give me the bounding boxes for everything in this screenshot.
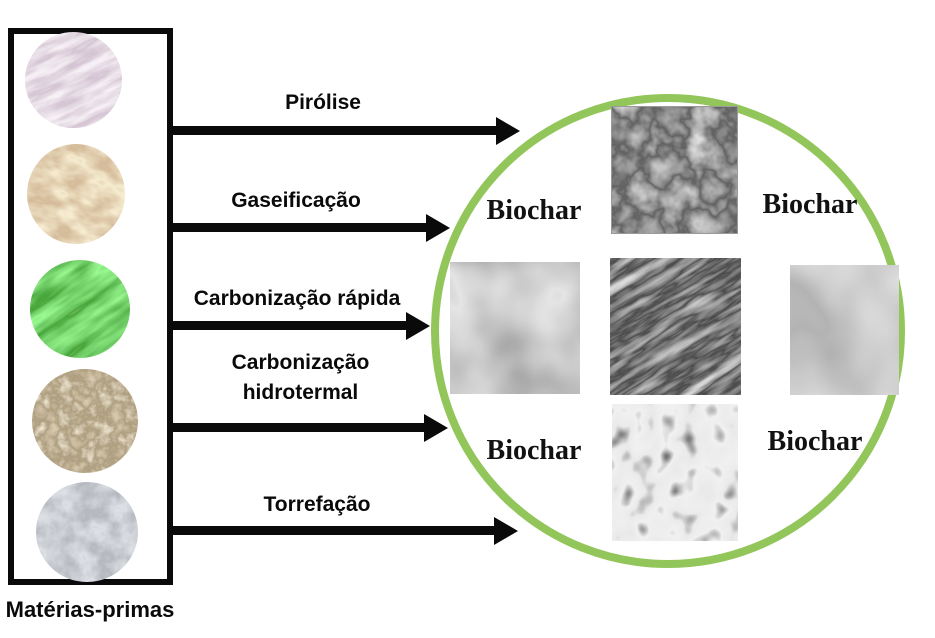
soil-manure-photo [32,369,138,473]
biochar-sem-closeup-photo [790,265,899,395]
gasification-label: Gaseificação [231,189,361,212]
pyrolysis-arrow [171,126,496,135]
green-algae-photo [30,260,130,358]
biochar-label-bottom-right: Biochar [767,426,863,457]
torrefaction-label: Torrefação [263,493,371,516]
biochar-charcoal-sticks-photo [610,258,741,395]
hydrothermal-carbonization-label: Carbonização hidrotermal [231,351,370,404]
biochar-sem-particle-clusters-photo [611,106,738,234]
biochar-label-bottom-left: Biochar [486,435,582,466]
gasification-arrow [171,223,426,232]
straw-fibers-photo [25,32,122,128]
fast-carbonization-arrow [171,321,406,330]
fast-carbonization-label: Carbonização rápida [193,287,401,310]
pyrolysis-label: Pirólise [285,91,361,114]
torrefaction-arrow [171,526,494,535]
hydrothermal-carbonization-arrow [171,423,424,432]
biochar-porous-honeycomb-photo [612,404,738,541]
biochar-sem-smooth-surface-photo [450,262,580,394]
biochar-label-top-left: Biochar [486,195,582,226]
raw-materials-caption: Matérias-primas [5,597,175,622]
wood-pellets-photo [27,144,125,244]
biochar-label-top-right: Biochar [762,189,858,220]
dark-sludge-photo [36,482,138,582]
